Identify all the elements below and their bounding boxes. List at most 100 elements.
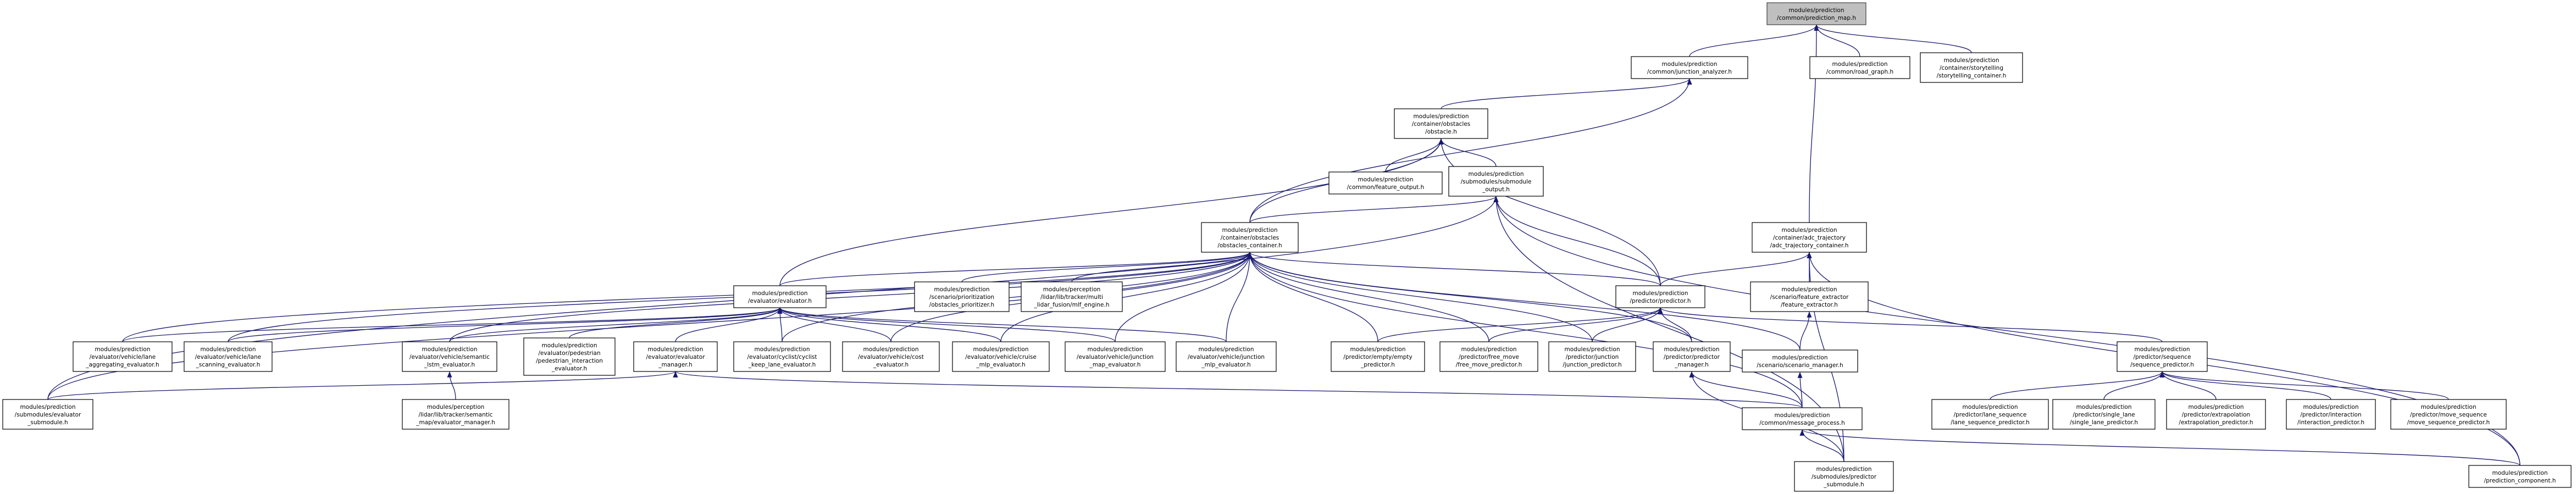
edge-free-move-predictor-to-predictor bbox=[1488, 307, 1663, 342]
node-box bbox=[1331, 341, 1425, 372]
edge-message-process-to-predictor-manager bbox=[1689, 371, 1803, 408]
node-label-line: /obstacles_container.h bbox=[1217, 242, 1282, 249]
node-message-process[interactable]: modules/prediction/common/message_proces… bbox=[1742, 407, 1863, 430]
node-label-line: modules/prediction bbox=[1350, 346, 1405, 353]
edge-adc-trajectory-container-to-prediction-map bbox=[1809, 24, 1819, 223]
node-box bbox=[733, 341, 831, 372]
edge-lane-aggregating-evaluator-to-evaluator bbox=[122, 307, 783, 342]
node-sequence-predictor[interactable]: modules/prediction/predictor/sequence/se… bbox=[2117, 341, 2208, 372]
node-lane-aggregating-evaluator[interactable]: modules/prediction/evaluator/vehicle/lan… bbox=[73, 341, 173, 372]
node-label-line: _predictor.h bbox=[1360, 362, 1395, 368]
node-adc-trajectory-container[interactable]: modules/prediction/container/adc_traject… bbox=[1752, 222, 1867, 253]
edge-predictor-to-obstacles-container bbox=[1247, 252, 1661, 286]
node-label-line: modules/prediction bbox=[95, 346, 150, 353]
node-semantic-lstm-evaluator[interactable]: modules/prediction/evaluator/vehicle/sem… bbox=[402, 341, 497, 372]
node-box bbox=[402, 341, 497, 372]
node-lane-sequence-predictor[interactable]: modules/prediction/predictor/lane_sequen… bbox=[1931, 399, 2049, 430]
node-junction-map-evaluator[interactable]: modules/prediction/evaluator/vehicle/jun… bbox=[1065, 341, 1166, 372]
edge-cruise-mlp-evaluator-to-evaluator bbox=[777, 307, 1001, 342]
node-label-line: modules/prediction bbox=[2134, 346, 2190, 353]
node-box bbox=[73, 341, 173, 372]
node-label-line: _submodule.h bbox=[27, 419, 68, 426]
node-prediction-component[interactable]: modules/prediction/prediction_component.… bbox=[2468, 465, 2572, 488]
node-move-sequence-predictor[interactable]: modules/prediction/predictor/move_sequen… bbox=[2390, 399, 2507, 430]
node-label-line: /feature_extractor.h bbox=[1781, 302, 1838, 308]
edge-predictor-to-adc-trajectory-container bbox=[1660, 252, 1812, 286]
node-predictor[interactable]: modules/prediction/predictor/predictor.h bbox=[1615, 285, 1705, 308]
node-box bbox=[1448, 166, 1544, 197]
edge-obstacles-container-to-junction-analyzer bbox=[1249, 78, 1692, 223]
node-label-line: /evaluator/pedestrian bbox=[538, 350, 600, 357]
edge-predictor-to-obstacle bbox=[1438, 138, 1661, 286]
edge-obstacles-prioritizer-to-obstacles-container bbox=[961, 252, 1253, 282]
edge-obstacle-to-junction-analyzer bbox=[1441, 78, 1692, 109]
node-predictor-submodule[interactable]: modules/prediction/submodules/predictor_… bbox=[1794, 461, 1894, 492]
node-mlf-engine[interactable]: modules/perception/lidar/lib/tracker/mul… bbox=[1021, 281, 1123, 312]
edge-evaluator-to-obstacles-container bbox=[779, 252, 1253, 286]
node-box bbox=[733, 285, 827, 308]
node-label-line: /interaction_predictor.h bbox=[2297, 419, 2364, 426]
node-label-line: _lstm_evaluator.h bbox=[424, 362, 475, 368]
node-free-move-predictor[interactable]: modules/prediction/predictor/free_move/f… bbox=[1439, 341, 1538, 372]
node-submodule-output[interactable]: modules/prediction/submodules/submodule_… bbox=[1448, 166, 1544, 197]
node-label-line: /obstacles_prioritizer.h bbox=[929, 302, 994, 308]
node-box bbox=[1328, 171, 1443, 195]
node-lane-scanning-evaluator[interactable]: modules/prediction/evaluator/vehicle/lan… bbox=[184, 341, 273, 372]
node-feature-extractor[interactable]: modules/prediction/scenario/feature_extr… bbox=[1750, 281, 1869, 312]
node-cruise-mlp-evaluator[interactable]: modules/prediction/evaluator/vehicle/cru… bbox=[952, 341, 1050, 372]
node-storytelling-container[interactable]: modules/prediction/container/storytellin… bbox=[1920, 52, 2023, 83]
edge-scenario-manager-to-feature-extractor bbox=[1799, 311, 1812, 351]
node-obstacles-prioritizer[interactable]: modules/prediction/scenario/prioritizati… bbox=[914, 281, 1010, 312]
node-label-line: modules/prediction bbox=[1468, 171, 1524, 177]
edge-free-move-predictor-to-obstacles-container bbox=[1247, 252, 1489, 342]
edge-extrapolation-predictor-to-sequence-predictor bbox=[2159, 371, 2217, 400]
node-feature-output[interactable]: modules/prediction/common/feature_output… bbox=[1328, 171, 1443, 195]
node-box bbox=[184, 341, 273, 372]
node-empty-predictor[interactable]: modules/prediction/predictor/empty/empty… bbox=[1331, 341, 1425, 372]
node-evaluator-manager[interactable]: modules/prediction/evaluator/evaluator_m… bbox=[633, 341, 718, 372]
node-road-graph[interactable]: modules/prediction/common/road_graph.h bbox=[1809, 56, 1910, 79]
node-cost-evaluator[interactable]: modules/prediction/evaluator/vehicle/cos… bbox=[842, 341, 940, 372]
node-box bbox=[1021, 281, 1123, 312]
node-label-line: /scenario/feature_extractor bbox=[1770, 294, 1849, 301]
node-scenario-manager[interactable]: modules/prediction/scenario/scenario_man… bbox=[1742, 349, 1858, 373]
node-cyclist-keep-lane-evaluator[interactable]: modules/prediction/evaluator/cyclist/cyc… bbox=[733, 341, 831, 372]
edge-lane-scanning-evaluator-to-evaluator bbox=[228, 307, 783, 342]
node-box bbox=[633, 341, 718, 372]
node-single-lane-predictor[interactable]: modules/prediction/predictor/single_lane… bbox=[2052, 399, 2156, 430]
node-prediction-map[interactable]: modules/prediction/common/prediction_map… bbox=[1766, 2, 1866, 25]
node-evaluator[interactable]: modules/prediction/evaluator/evaluator.h bbox=[733, 285, 827, 308]
node-semantic-map[interactable]: modules/perception/lidar/lib/tracker/sem… bbox=[402, 399, 509, 430]
node-label-line: _manager.h bbox=[658, 362, 692, 368]
node-label-line: /evaluator/vehicle/junction bbox=[1188, 354, 1265, 360]
edge-interaction-predictor-to-sequence-predictor bbox=[2159, 371, 2331, 400]
node-label-line: /container/obstacles bbox=[1221, 235, 1279, 241]
node-label-line: /common/junction_analyzer.h bbox=[1647, 69, 1732, 75]
node-label-line: modules/prediction bbox=[2420, 404, 2476, 410]
node-pedestrian-interaction-evaluator[interactable]: modules/prediction/evaluator/pedestrian/… bbox=[523, 337, 616, 376]
edge-lane-sequence-predictor-to-sequence-predictor bbox=[1990, 371, 2165, 400]
node-junction-analyzer[interactable]: modules/prediction/common/junction_analy… bbox=[1631, 56, 1748, 79]
edge-message-process-to-evaluator-manager bbox=[673, 371, 1803, 408]
node-label-line: _evaluator.h bbox=[551, 365, 587, 372]
edge-cost-evaluator-to-evaluator bbox=[777, 307, 891, 342]
node-label-line: /container/adc_trajectory bbox=[1773, 235, 1846, 241]
node-label-line: /evaluator/vehicle/cruise bbox=[965, 354, 1037, 360]
node-junction-predictor[interactable]: modules/prediction/predictor/junction/ju… bbox=[1548, 341, 1636, 372]
edge-predictor-to-submodule-output bbox=[1493, 196, 1661, 286]
node-obstacle[interactable]: modules/prediction/container/obstacles/o… bbox=[1394, 108, 1488, 139]
node-extrapolation-predictor[interactable]: modules/prediction/predictor/extrapolati… bbox=[2166, 399, 2266, 430]
node-label-line: /evaluator/vehicle/lane bbox=[195, 354, 261, 360]
node-label-line: modules/prediction bbox=[1788, 7, 1844, 14]
node-box bbox=[1920, 52, 2023, 83]
node-evaluator-submodule[interactable]: modules/prediction/submodules/evaluator_… bbox=[2, 399, 93, 430]
node-obstacles-container[interactable]: modules/prediction/container/obstacles/o… bbox=[1201, 222, 1299, 253]
node-label-line: /predictor/sequence bbox=[2133, 354, 2191, 360]
node-label-line: modules/prediction bbox=[1962, 404, 2018, 410]
edge-message-process-to-scenario-manager bbox=[1797, 371, 1803, 408]
node-predictor-manager[interactable]: modules/prediction/predictor/predictor_m… bbox=[1653, 341, 1731, 372]
node-junction-mlp-evaluator[interactable]: modules/prediction/evaluator/vehicle/jun… bbox=[1176, 341, 1277, 372]
node-box bbox=[1653, 341, 1731, 372]
node-interaction-predictor[interactable]: modules/prediction/predictor/interaction… bbox=[2286, 399, 2376, 430]
